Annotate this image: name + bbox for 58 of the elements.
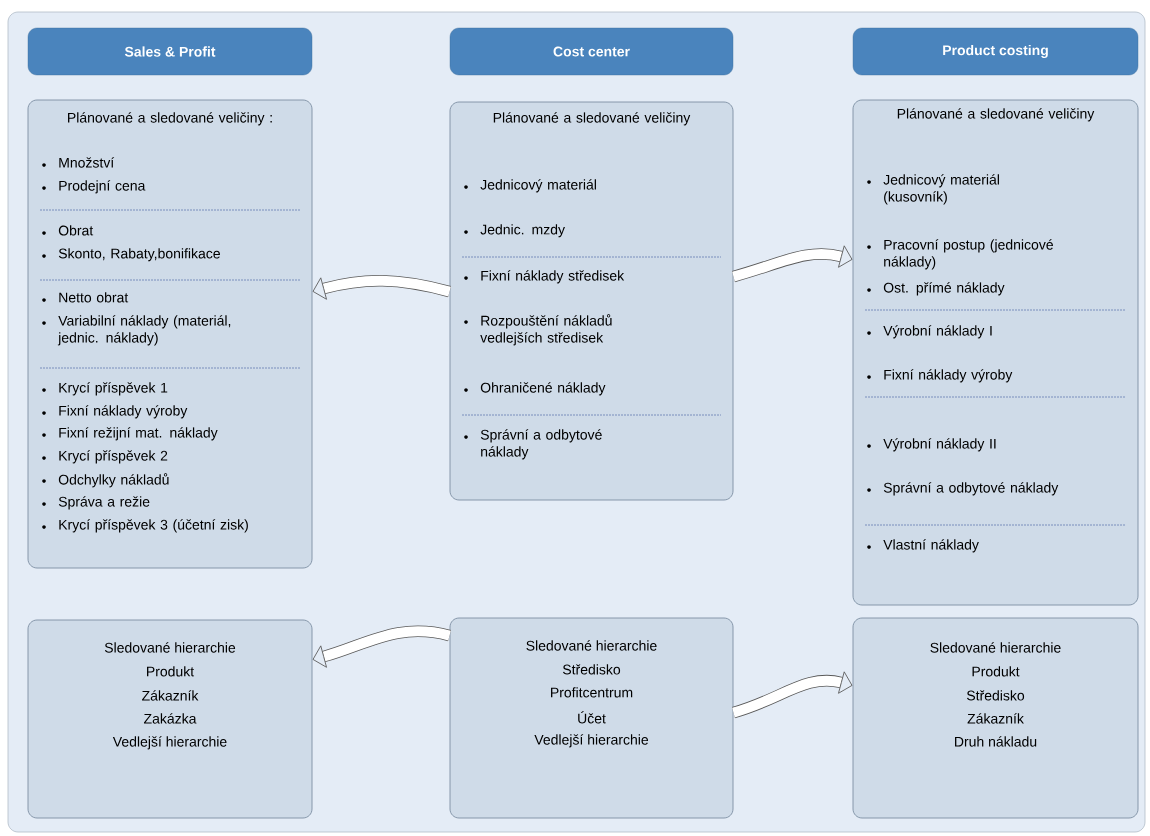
bullet-item: Výrobní náklady II	[867, 438, 996, 452]
list-item: Sledované hierarchie	[104, 642, 236, 653]
bullet-item: Správní a odbytové náklady	[867, 482, 1059, 496]
bullet-item: Ost. přímé náklady	[867, 282, 1005, 296]
bullet-item: Výrobní náklady I	[867, 325, 992, 339]
bullet-item: Rozpouštění nákladů vedlejších středisek	[464, 314, 612, 346]
bullet-item: Správa a režie	[42, 496, 150, 510]
list-item: Produkt	[972, 666, 1020, 677]
list-box	[27, 619, 313, 819]
bullet-item: Jednicový materiál	[464, 179, 596, 193]
list-box	[852, 617, 1139, 819]
list-item: Produkt	[147, 666, 195, 677]
box-heading: Plánované a sledované veličiny	[897, 108, 1095, 122]
bullet-item: Fixní náklady středisek	[464, 270, 625, 284]
bullet-item: Jednicový materiál (kusovník)	[867, 174, 999, 205]
bullet-item: Fixní náklady výroby	[42, 405, 188, 419]
block-arrow	[731, 245, 853, 283]
column-header: Product costing	[852, 27, 1139, 76]
bullet-item: Obrat	[42, 225, 94, 236]
column-header: Cost center	[449, 27, 734, 76]
bullet-item: Fixní náklady výroby	[867, 369, 1013, 383]
box-heading: Plánované a sledované veličiny :	[68, 112, 272, 126]
block-arrow	[312, 625, 451, 668]
block-arrow	[731, 671, 853, 719]
bullet-item: Skonto, Rabaty,bonifikace	[42, 248, 220, 262]
bullet-item: Krycí příspěvek 3 (účetní zisk)	[42, 519, 248, 533]
list-item: Druh nákladu	[955, 736, 1037, 747]
bullet-item: Fixní režijní mat. náklady	[42, 427, 218, 441]
list-box	[27, 99, 313, 569]
bullet-item: Odchylky nákladů	[42, 473, 169, 488]
bullet-item: Krycí příspěvek 1	[42, 382, 168, 396]
list-item: Zákazník	[142, 690, 199, 701]
bullet-item: Pracovní postup (jednicové náklady)	[867, 239, 1053, 270]
list-item: Středisko	[967, 690, 1025, 701]
list-item: Středisko	[562, 664, 621, 675]
list-box	[449, 101, 734, 501]
list-box	[852, 99, 1139, 606]
bullet-item: Netto obrat	[42, 292, 129, 303]
list-item: Účet	[578, 711, 606, 724]
list-item: Profitcentrum	[551, 687, 633, 698]
list-item: Sledované hierarchie	[526, 640, 657, 651]
bullet-item: Ohraničené náklady	[464, 382, 606, 396]
box-heading: Plánované a sledované veličiny	[493, 112, 691, 126]
list-item: Zákazník	[967, 713, 1024, 724]
bullet-item: Variabilní náklady (materiál, jednic. náklady)	[42, 315, 231, 346]
bullet-item: Vlastní náklady	[867, 539, 979, 553]
list-item: Vedlejší hierarchie	[112, 736, 227, 750]
column-header: Sales & Profit	[27, 27, 313, 76]
bullet-item: Jednic. mzdy	[464, 224, 565, 238]
block-arrow	[312, 275, 451, 300]
list-item: Vedlejší hierarchie	[534, 734, 649, 748]
list-item: Zakázka	[144, 713, 197, 724]
bullet-item: Množství	[42, 157, 115, 168]
bullet-item: Správní a odbytové náklady	[464, 429, 602, 460]
bullet-item: Krycí příspěvek 2	[42, 450, 168, 464]
list-item: Sledované hierarchie	[930, 642, 1061, 653]
bullet-item: Prodejní cena	[42, 180, 146, 194]
list-box	[449, 617, 734, 819]
